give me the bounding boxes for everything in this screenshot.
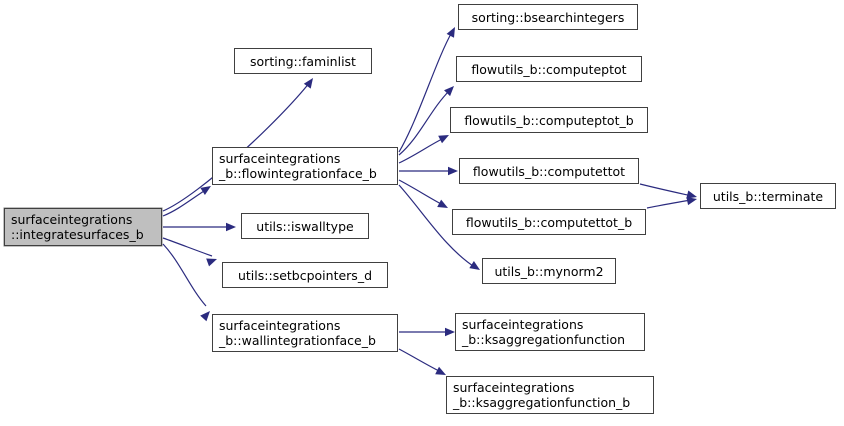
graph-node-label: surfaceintegrations — [462, 317, 584, 332]
graph-node-computettot_b[interactable]: flowutils_b::computettot_b — [452, 209, 646, 235]
graph-edge-integratesurfaces_b-to-iswalltype — [163, 222, 236, 232]
graph-node-label: flowutils_b::computettot — [472, 163, 626, 179]
graph-node-label: surfaceintegrations — [219, 151, 341, 166]
arrowhead — [686, 190, 697, 199]
graph-node-faminlist[interactable]: sorting::faminlist — [234, 48, 372, 74]
graph-node-label: _b::ksaggregationfunction_b — [453, 395, 631, 410]
graph-node-label: utils_b::mynorm2 — [494, 263, 604, 279]
graph-node-label: utils::iswalltype — [256, 218, 354, 234]
graph-node-mynorm2[interactable]: utils_b::mynorm2 — [482, 258, 616, 284]
graph-node-bsearchintegers[interactable]: sorting::bsearchintegers — [458, 4, 638, 30]
graph-edge-wallintegrationface_b-to-ksaggregationfunction_b — [398, 348, 446, 375]
graph-node-label: flowutils_b::computettot_b — [465, 214, 633, 230]
graph-edge-flowintegrationface_b-to-computeptot — [398, 86, 454, 156]
arrowhead — [303, 78, 313, 89]
graph-edge-integratesurfaces_b-to-flowintegrationface_b — [162, 186, 211, 217]
graph-node-label: surfaceintegrations — [453, 380, 575, 395]
graph-node-ksaggregationfunction_b[interactable]: surfaceintegrations_b::ksaggregationfunc… — [446, 376, 654, 414]
graph-node-setbcpointers_d[interactable]: utils::setbcpointers_d — [222, 262, 388, 288]
graph-edge-computettot-to-terminate — [639, 183, 697, 199]
arrowhead — [444, 86, 454, 97]
graph-node-label: surfaceintegrations — [219, 318, 341, 333]
arrowhead — [469, 261, 480, 270]
graph-node-wallintegrationface_b[interactable]: surfaceintegrations_b::wallintegrationfa… — [212, 314, 398, 352]
graph-node-computeptot_b[interactable]: flowutils_b::computeptot_b — [450, 107, 648, 133]
graph-node-label: sorting::faminlist — [250, 53, 356, 69]
graph-edge-flowintegrationface_b-to-computettot — [399, 166, 458, 176]
graph-node-label: flowutils_b::computeptot_b — [464, 112, 634, 128]
arrowhead — [448, 166, 458, 176]
arrowhead — [686, 196, 697, 206]
graph-edge-wallintegrationface_b-to-ksaggregationfunction — [399, 327, 455, 337]
graph-node-label: sorting::bsearchintegers — [471, 9, 625, 25]
graph-node-ksaggregationfunction[interactable]: surfaceintegrations_b::ksaggregationfunc… — [455, 313, 645, 351]
graph-edge-computettot_b-to-terminate — [646, 196, 697, 209]
graph-edge-flowintegrationface_b-to-computettot_b — [398, 179, 448, 208]
graph-node-computettot[interactable]: flowutils_b::computettot — [459, 158, 639, 184]
arrowhead — [438, 135, 449, 144]
arrowhead — [437, 199, 448, 208]
graph-edge-flowintegrationface_b-to-computeptot_b — [398, 135, 449, 164]
graph-node-label: _b::flowintegrationface_b — [219, 166, 377, 181]
graph-edge-integratesurfaces_b-to-wallintegrationface_b — [162, 243, 210, 322]
graph-edge-integratesurfaces_b-to-setbcpointers_d — [162, 237, 217, 267]
graph-node-label: surfaceintegrations — [11, 212, 133, 227]
arrowhead — [226, 222, 236, 232]
graph-node-computeptot[interactable]: flowutils_b::computeptot — [456, 56, 642, 82]
graph-node-label: ::integratesurfaces_b — [11, 227, 144, 242]
graph-node-label: flowutils_b::computeptot — [471, 61, 627, 77]
graph-node-label: utils_b::terminate — [712, 188, 824, 204]
arrowhead — [206, 258, 217, 267]
graph-node-integratesurfaces_b[interactable]: surfaceintegrations::integratesurfaces_b — [4, 208, 162, 246]
arrowhead — [446, 27, 455, 38]
graph-node-iswalltype[interactable]: utils::iswalltype — [241, 213, 369, 239]
graph-node-label: _b::wallintegrationface_b — [219, 333, 376, 348]
graph-node-flowintegrationface_b[interactable]: surfaceintegrations_b::flowintegrationfa… — [212, 147, 398, 185]
graph-edge-integratesurfaces_b-to-faminlist — [162, 78, 313, 212]
graph-node-label: utils::setbcpointers_d — [237, 267, 373, 283]
graph-node-terminate[interactable]: utils_b::terminate — [700, 183, 836, 209]
graph-node-label: _b::ksaggregationfunction — [462, 332, 626, 347]
arrowhead — [445, 327, 455, 337]
